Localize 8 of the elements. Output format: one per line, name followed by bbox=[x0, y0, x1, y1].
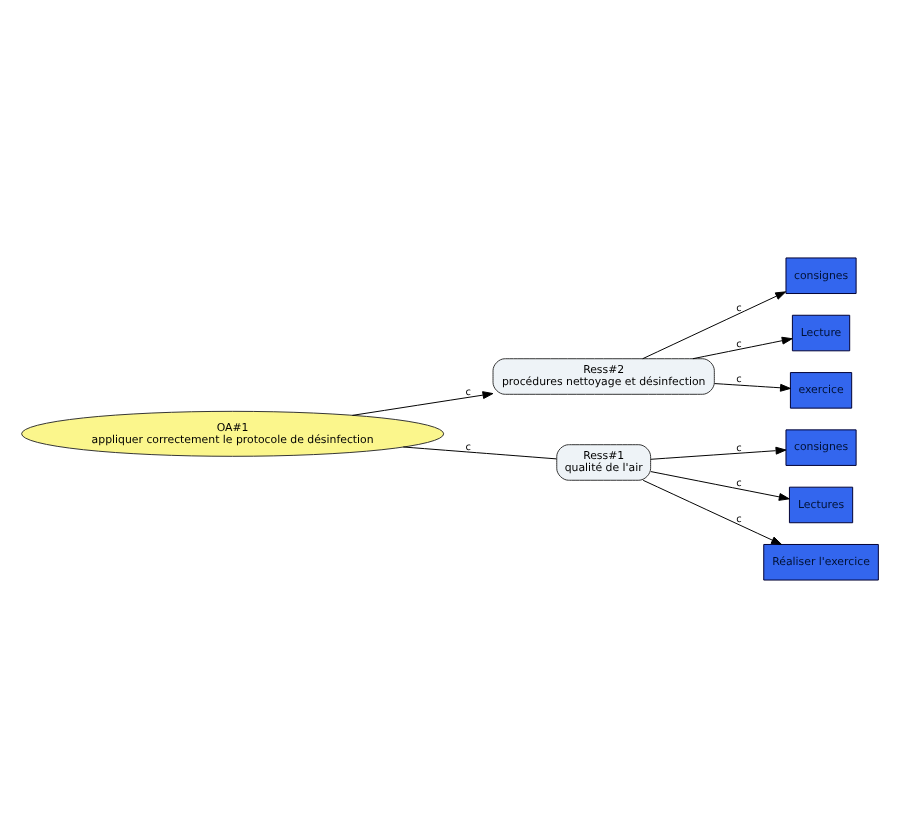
arrow bbox=[714, 383, 791, 392]
arrow bbox=[642, 479, 783, 545]
arrow bbox=[642, 291, 787, 360]
arrow bbox=[650, 446, 787, 460]
arrow bbox=[351, 391, 494, 416]
connector bbox=[402, 446, 557, 460]
arrow bbox=[650, 471, 790, 501]
arrow bbox=[692, 336, 793, 360]
